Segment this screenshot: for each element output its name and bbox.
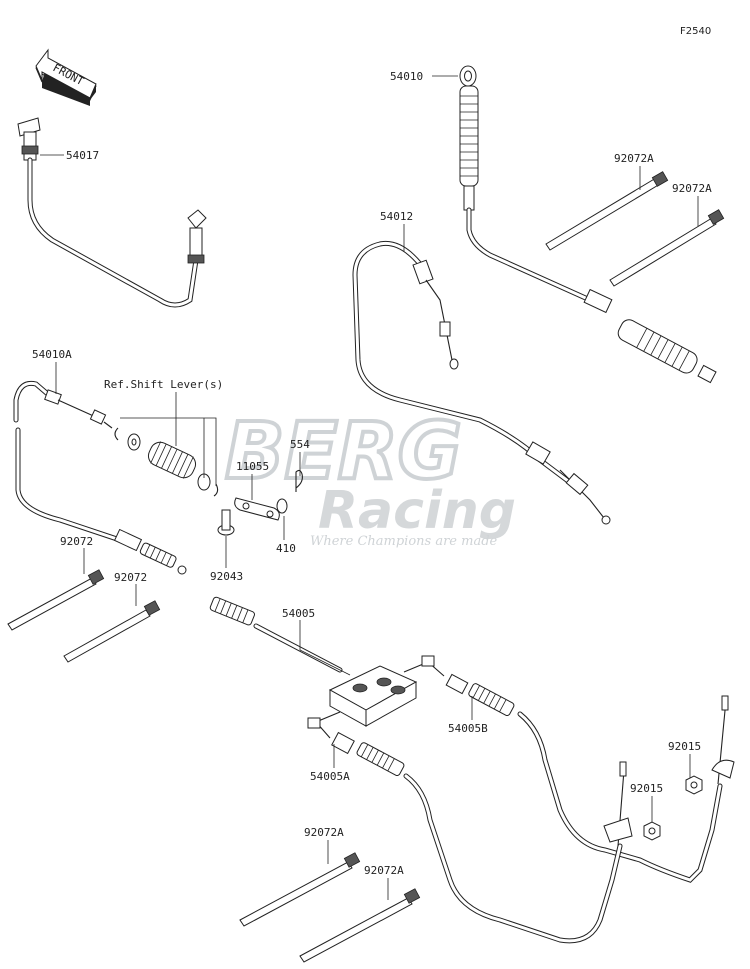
callout-92072A-1: 92072A <box>614 152 654 165</box>
cable-tie-92072-2 <box>63 600 161 663</box>
cable-54012 <box>352 240 611 525</box>
cable-54017 <box>17 117 207 308</box>
callout-11055: 11055 <box>236 460 269 473</box>
nut-92015-2 <box>643 821 661 841</box>
callout-54012: 54012 <box>380 210 413 223</box>
front-arrow-icon: FRONT <box>35 48 97 106</box>
callout-54005: 54005 <box>282 607 315 620</box>
cable-54010 <box>459 65 717 384</box>
watermark-tagline: Where Champions are made <box>310 534 498 549</box>
callout-554: 554 <box>290 438 310 451</box>
callout-54017: 54017 <box>66 149 99 162</box>
watermark: BERG Racing Where Champions are made <box>223 405 516 549</box>
callout-54010: 54010 <box>390 70 423 83</box>
callout-92072A-3: 92072A <box>304 826 344 839</box>
shift-lever-hardware <box>114 427 303 536</box>
reference-note: Ref.Shift Lever(s) <box>104 378 223 391</box>
nut-92015-1 <box>685 775 703 795</box>
callout-410: 410 <box>276 542 296 555</box>
cable-tie-92072A-3 <box>239 852 361 927</box>
callout-92015-1: 92015 <box>668 740 701 753</box>
cable-tie-92072A-1 <box>545 171 669 251</box>
cable-tie-92072A-4 <box>299 888 421 963</box>
callout-92072-1: 92072 <box>60 535 93 548</box>
callout-92072-2: 92072 <box>114 571 147 584</box>
cable-54010A <box>13 380 187 575</box>
leader-lines <box>40 75 699 900</box>
cable-54005B <box>403 655 735 883</box>
callout-92015-2: 92015 <box>630 782 663 795</box>
watermark-sub: Racing <box>318 481 516 541</box>
cable-54005 <box>209 596 418 727</box>
callout-92043: 92043 <box>210 570 243 583</box>
figure-number: F2540 <box>680 26 711 37</box>
callout-92072A-4: 92072A <box>364 864 404 877</box>
cable-54005A <box>307 711 633 944</box>
callout-92072A-2: 92072A <box>672 182 712 195</box>
cable-tie-92072A-2 <box>609 209 725 287</box>
cable-tie-92072-1 <box>7 569 105 631</box>
callout-54005A: 54005A <box>310 770 350 783</box>
callout-54010A: 54010A <box>32 348 72 361</box>
callout-54005B: 54005B <box>448 722 488 735</box>
watermark-brand: BERG <box>225 407 462 497</box>
